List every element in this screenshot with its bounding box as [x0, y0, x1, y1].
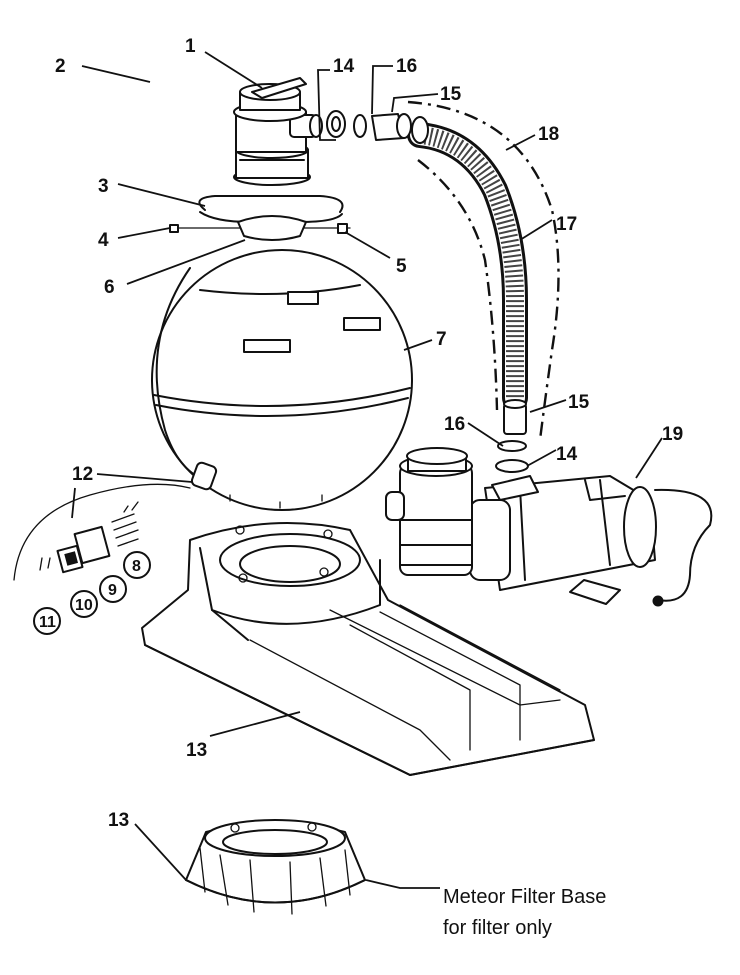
callout-4: 4 — [98, 230, 109, 251]
callout-labels: 1 2 3 4 5 6 7 8 9 10 11 12 13 13 14 14 1… — [39, 36, 683, 831]
drain-parts — [13, 483, 191, 581]
callout-9: 9 — [108, 582, 117, 599]
drain-cap — [190, 461, 218, 491]
callout-13-meteor: 13 — [108, 810, 129, 831]
callout-18: 18 — [538, 124, 559, 145]
callout-15-top: 15 — [440, 84, 462, 105]
filter-pump-base — [141, 521, 595, 776]
meteor-filter-base — [185, 819, 366, 915]
callout-6: 6 — [104, 277, 115, 298]
top-fittings — [326, 110, 429, 144]
drain-callout-circles — [33, 551, 151, 635]
callout-17: 17 — [556, 214, 577, 235]
callout-7: 7 — [436, 329, 447, 350]
callout-11: 11 — [39, 614, 56, 631]
callout-12: 12 — [72, 464, 93, 485]
callout-19: 19 — [662, 424, 683, 445]
connection-hose — [407, 122, 528, 411]
callout-8: 8 — [132, 558, 141, 575]
callout-16-bottom: 16 — [444, 414, 465, 435]
callout-1: 1 — [185, 36, 196, 57]
caption-line-2: for filter only — [443, 917, 552, 939]
callout-2: 2 — [55, 56, 66, 77]
caption-line-1: Meteor Filter Base — [443, 886, 606, 908]
multiport-valve — [233, 77, 323, 186]
hose-routing-lines — [407, 100, 560, 441]
callout-10: 10 — [75, 597, 93, 614]
callout-3: 3 — [98, 176, 109, 197]
callout-15-bottom: 15 — [568, 392, 590, 413]
callout-5: 5 — [396, 256, 407, 277]
callout-14-top: 14 — [333, 56, 355, 77]
bottom-fittings — [495, 399, 529, 473]
callout-13-base: 13 — [186, 740, 207, 761]
callout-16-top: 16 — [396, 56, 417, 77]
pump-motor — [385, 447, 713, 607]
callout-14-bottom: 14 — [556, 444, 578, 465]
leader-lines — [71, 51, 663, 889]
meteor-base-caption: Meteor Filter Base for filter only — [443, 886, 606, 939]
filter-tank — [151, 249, 413, 511]
